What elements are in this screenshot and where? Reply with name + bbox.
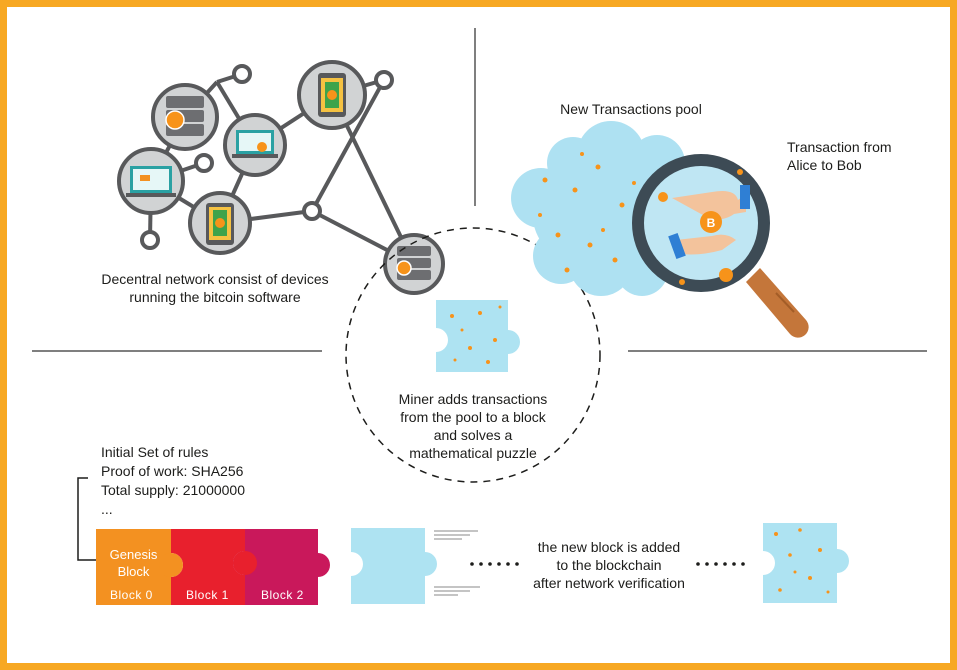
transaction-line2: Alice to Bob <box>787 157 862 173</box>
cloud-dots <box>538 152 650 273</box>
miner-caption: Miner adds transactions from the pool to… <box>393 390 553 462</box>
server-node-icon <box>383 233 445 295</box>
rules-ellipsis: ... <box>101 501 113 517</box>
genesis-label: Genesis Block <box>96 546 171 580</box>
miner-line4: mathematical puzzle <box>409 445 537 461</box>
rules-list: Initial Set of rules Proof of work: SHA2… <box>101 443 245 519</box>
network-caption: Decentral network consist of devices run… <box>85 270 345 306</box>
rules-total-supply: Total supply: 21000000 <box>101 482 245 498</box>
miner-line1: Miner adds transactions <box>398 391 548 407</box>
new-puzzle-piece <box>351 528 437 604</box>
dotted-connector-right <box>696 562 745 566</box>
motion-lines <box>434 530 480 596</box>
block-2 <box>233 529 330 605</box>
network-small-nodes <box>140 64 394 250</box>
transaction-caption: Transaction from Alice to Bob <box>787 138 892 174</box>
new-block-line2: to the blockchain <box>556 557 662 573</box>
tablet-node-icon <box>188 191 252 255</box>
laptop-node-icon <box>223 113 287 177</box>
genesis-line2: Block <box>117 564 150 579</box>
transaction-line1: Transaction from <box>787 139 892 155</box>
server-node-icon <box>151 83 219 151</box>
network-caption-line2: running the bitcoin software <box>129 289 301 305</box>
blockchain <box>96 523 849 605</box>
network-caption-line1: Decentral network consist of devices <box>101 271 329 287</box>
miner-circle <box>345 227 601 483</box>
miner-line2: from the pool to a block <box>400 409 546 425</box>
dotted-connector-left <box>470 562 519 566</box>
new-block-caption: the new block is added to the blockchain… <box>525 538 693 592</box>
tablet-node-icon <box>297 60 367 130</box>
rules-bracket <box>77 477 96 561</box>
block-1 <box>171 529 245 605</box>
genesis-line1: Genesis <box>109 547 158 562</box>
block1-label: Block 1 <box>186 588 229 602</box>
magnifying-glass-icon: B <box>632 154 809 338</box>
new-block-line1: the new block is added <box>537 539 681 555</box>
puzzle-piece-icon <box>436 300 520 372</box>
block2-label: Block 2 <box>261 588 304 602</box>
new-block-line3: after network verification <box>533 575 685 591</box>
laptop-node-icon <box>117 147 185 215</box>
genesis-block <box>96 529 171 605</box>
block0-label: Block 0 <box>110 588 153 602</box>
miner-line3: and solves a <box>433 427 513 443</box>
svg-text:B: B <box>707 216 716 230</box>
pool-title: New Transactions pool <box>560 101 702 117</box>
final-puzzle-piece <box>763 523 849 603</box>
rules-proof-of-work: Proof of work: SHA256 <box>101 463 244 479</box>
rules-title: Initial Set of rules <box>101 444 209 460</box>
